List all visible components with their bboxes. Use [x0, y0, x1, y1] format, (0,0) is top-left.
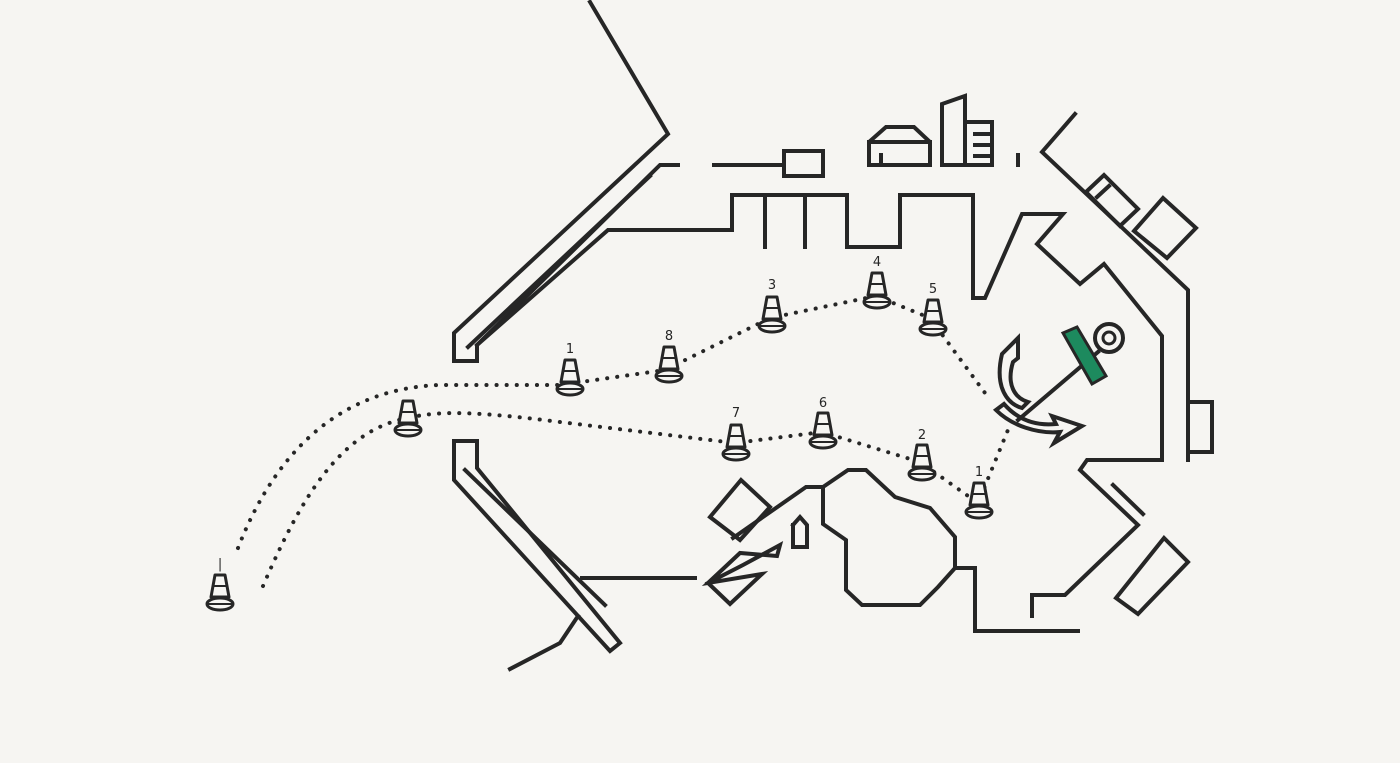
- buoy-icon-south-2: 2: [907, 428, 937, 482]
- buoy-icon-south-7: 7: [721, 406, 751, 462]
- buoy-icon-north-5: 5: [918, 282, 948, 337]
- buoy-icon-north-8: 8: [654, 329, 684, 384]
- buoy-label: 2: [918, 428, 926, 443]
- buoy-icon-south-6: 6: [808, 396, 838, 450]
- buoy-label-outer: |: [218, 557, 222, 572]
- south-quay: [701, 468, 1080, 633]
- buoy-label: 6: [819, 396, 827, 411]
- buoy-icon-north-3: 3: [757, 278, 787, 334]
- buoy-label: 4: [873, 255, 881, 270]
- buoy-label: 8: [665, 329, 673, 344]
- buoy-label: 3: [768, 278, 776, 293]
- route-north: [236, 293, 987, 550]
- buoy-icon-north-4: 4: [862, 255, 892, 310]
- buoy-label: 7: [732, 406, 740, 421]
- anchor-icon: [992, 322, 1125, 449]
- north-breakwater: [452, 0, 680, 363]
- buoy-label: 1: [566, 342, 574, 357]
- east-quay: [1039, 111, 1214, 617]
- buoy-label: 1: [975, 465, 983, 480]
- buoy-label: 5: [929, 282, 937, 297]
- north-quay: [474, 193, 1164, 618]
- buoy-icon-outer: |: [205, 557, 235, 612]
- buoy-icon-south-1: 1: [964, 465, 994, 520]
- buoy-icon-west: [393, 399, 423, 438]
- south-breakwater: [452, 439, 697, 672]
- buoy-icon-north-1: 1: [555, 342, 585, 397]
- harbor-buildings: [712, 93, 1020, 178]
